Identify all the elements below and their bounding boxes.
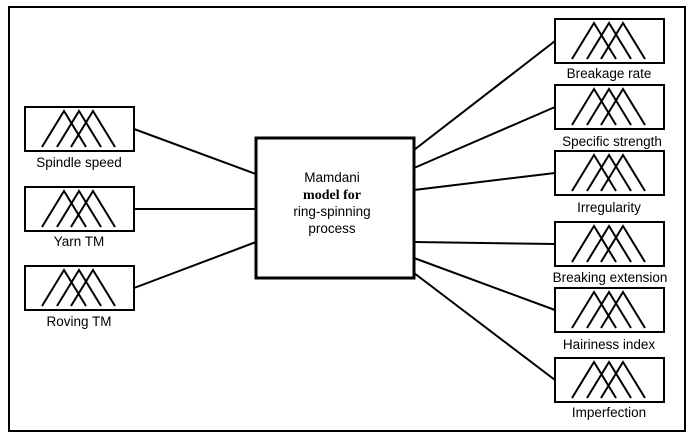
model-line-1: Mamdani — [304, 170, 360, 185]
output-label-imperfection: Imperfection — [572, 405, 646, 420]
output-node-imperfection — [554, 357, 665, 403]
input-node-roving-tm — [24, 265, 135, 311]
connector-roving-tm — [133, 241, 257, 289]
membership-function-icon — [571, 290, 646, 329]
membership-function-icon — [571, 153, 646, 192]
membership-function-icon — [41, 189, 116, 228]
output-node-hairiness-index — [554, 287, 665, 333]
input-node-spindle-speed — [24, 106, 135, 152]
output-label-breakage-rate: Breakage rate — [567, 66, 652, 81]
output-label-hairiness-index: Hairiness index — [563, 337, 656, 352]
diagram-frame — [8, 6, 686, 432]
output-label-specific-strength: Specific strength — [562, 134, 662, 149]
connector-specific-strength — [413, 106, 556, 169]
input-label-yarn-tm: Yarn TM — [54, 234, 105, 249]
output-node-specific-strength — [554, 84, 665, 130]
membership-function-icon — [571, 224, 646, 263]
output-node-breaking-extension — [554, 221, 665, 267]
model-line-3: ring-spinning — [293, 204, 370, 219]
output-node-irregularity — [554, 150, 665, 196]
membership-function-icon — [571, 360, 646, 399]
input-node-yarn-tm — [24, 186, 135, 232]
input-label-spindle-speed: Spindle speed — [36, 155, 122, 170]
connector-breaking-extension — [413, 241, 556, 245]
output-node-breakage-rate — [554, 18, 665, 64]
connector-hairiness-index — [413, 257, 556, 311]
connector-breakage-rate — [413, 40, 556, 151]
connector-irregularity — [413, 172, 556, 191]
output-label-irregularity: Irregularity — [577, 200, 641, 215]
output-label-breaking-extension: Breaking extension — [553, 270, 668, 285]
input-label-roving-tm: Roving TM — [46, 314, 111, 329]
membership-function-icon — [41, 268, 116, 307]
mamdani-model-box — [254, 136, 416, 280]
membership-function-icon — [41, 109, 116, 148]
model-line-4: process — [308, 221, 356, 236]
connector-imperfection — [413, 272, 556, 381]
connector-spindle-speed — [133, 128, 257, 175]
model-line-2: model for — [303, 188, 361, 203]
membership-function-icon — [571, 21, 646, 60]
membership-function-icon — [571, 87, 646, 126]
